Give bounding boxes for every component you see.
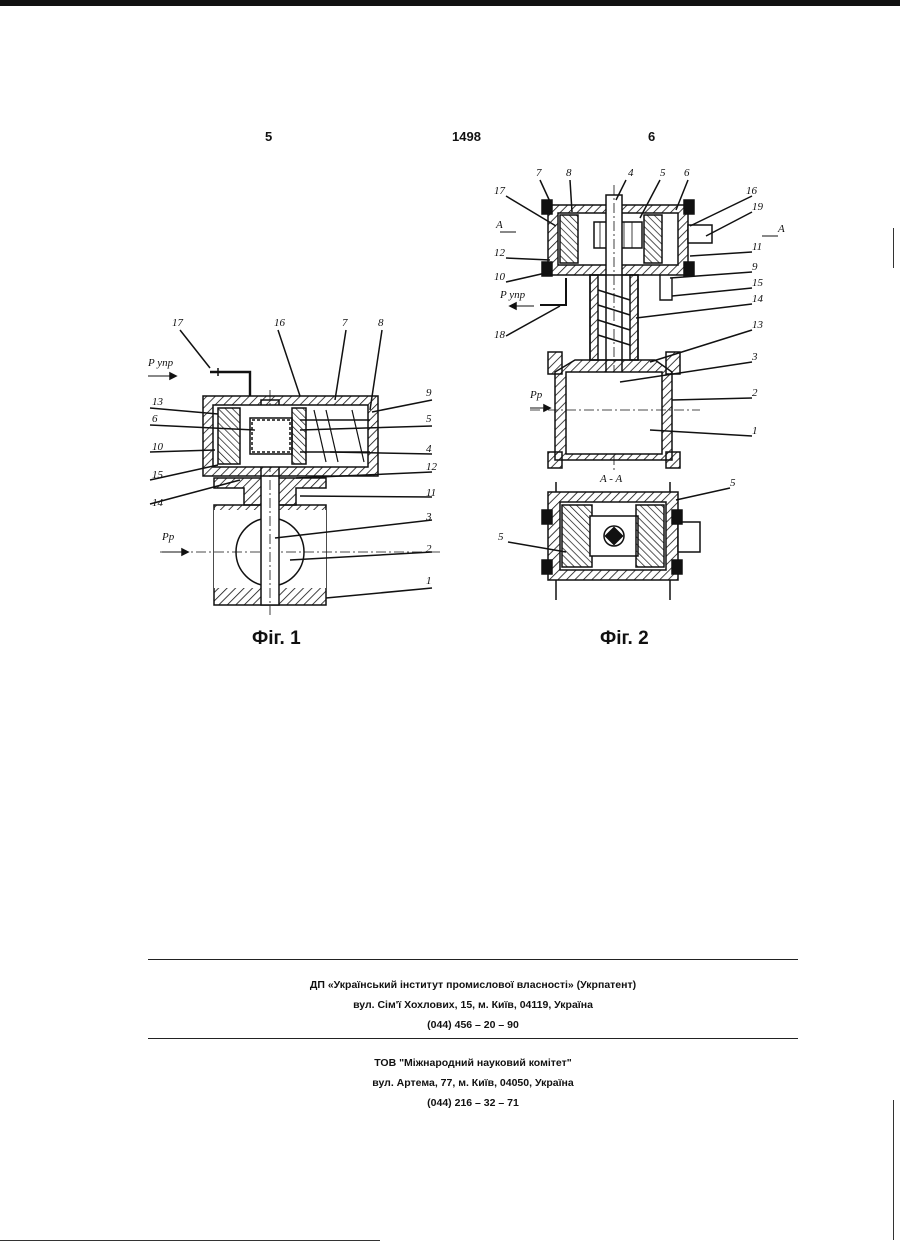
fig2-label-8: 8 [566,167,572,179]
patent-drawings: 17 16 7 8 P упр 9 13 6 5 10 4 12 15 11 1… [0,0,900,700]
fig2-label-pp: Pр [529,389,543,401]
fig2-section-label-5a: 5 [730,477,736,489]
fig2-label-16: 16 [746,185,758,197]
fig1-label-13: 13 [152,396,164,408]
fig1-label-8: 8 [378,317,384,329]
fig2-label-pupr: P упр [499,289,526,301]
publisher-phone: (044) 456 – 20 – 90 [148,1015,798,1035]
fig1-label-11: 11 [426,487,436,499]
fig1-label-17: 17 [172,317,184,329]
control-pipe [210,372,250,396]
fig1-label-9: 9 [426,387,432,399]
fig1-label-4: 4 [426,443,432,455]
fig1-label-3: 3 [425,511,432,523]
fig2-label-6: 6 [684,167,690,179]
fig1-label-2: 2 [426,543,432,555]
fig2-label-7: 7 [536,167,542,179]
printer-phone: (044) 216 – 32 – 71 [148,1093,798,1113]
piston [218,408,240,464]
scan-edge-mark [893,228,894,268]
fig2-label-14: 14 [752,293,764,305]
fig1-label-14: 14 [152,497,164,509]
fig2-label-18: 18 [494,329,506,341]
fig1-label-5: 5 [426,413,432,425]
scan-bottom-line [0,1240,380,1241]
publisher-block: ДП «Український інститут промислової вла… [148,975,798,1035]
printer-block: ТОВ "Міжнародний науковий комітет" вул. … [148,1053,798,1113]
scan-edge-mark-bottom [893,1100,894,1240]
fig2-section-mark-left: A [495,219,503,231]
fig2-label-2: 2 [752,387,758,399]
fig2-label-17: 17 [494,185,506,197]
fig2-label-3: 3 [751,351,758,363]
fig2-label-1: 1 [752,425,758,437]
printer-name: ТОВ "Міжнародний науковий комітет" [148,1053,798,1073]
fig2-label-13: 13 [752,319,764,331]
fig2-label-19: 19 [752,201,764,213]
fig2-caption: Фіг. 2 [600,628,649,649]
fig1-label-7: 7 [342,317,348,329]
divider-top [148,959,798,960]
fig1-label-12: 12 [426,461,438,473]
fig1-label-6: 6 [152,413,158,425]
publisher-name: ДП «Український інститут промислової вла… [148,975,798,995]
fig2-label-4: 4 [628,167,634,179]
fig2-section-title: A - A [599,473,622,485]
fig2-label-9: 9 [752,261,758,273]
fig1-label-16: 16 [274,317,286,329]
fig2-label-11: 11 [752,241,762,253]
fig2-section-mark-right: A [777,223,785,235]
fig2-section-label-5b: 5 [498,531,504,543]
fig2-label-10: 10 [494,271,506,283]
pinion [250,418,292,454]
publisher-address: вул. Сім'ї Хохлових, 15, м. Київ, 04119,… [148,995,798,1015]
fig1-label-pupr: P упр [147,357,174,369]
fig1-label-1: 1 [426,575,432,587]
fig1-label-10: 10 [152,441,164,453]
divider-middle [148,1038,798,1039]
fig2-label-5: 5 [660,167,666,179]
fig2-label-15: 15 [752,277,764,289]
fig1-label-pp: Pр [161,531,175,543]
printer-address: вул. Артема, 77, м. Київ, 04050, Україна [148,1073,798,1093]
fig1-label-15: 15 [152,469,164,481]
fig1-caption: Фіг. 1 [252,628,301,649]
figure-1 [148,330,440,615]
fig2-label-12: 12 [494,247,506,259]
